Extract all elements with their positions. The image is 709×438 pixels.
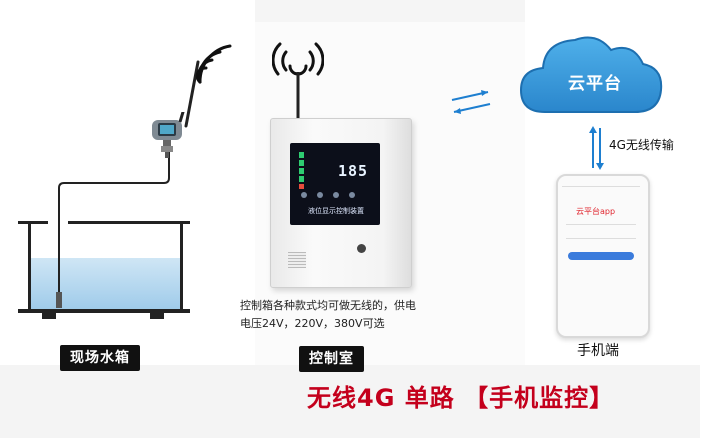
control-room-label: 控制室 <box>299 346 364 372</box>
cloud-label: 云平台 <box>568 69 622 94</box>
level-probe <box>56 292 62 308</box>
control-buttons <box>296 188 376 202</box>
phone-input-line-2 <box>566 238 636 239</box>
description-line-2: 电压24V，220V，380V可选 <box>240 315 385 331</box>
phone-input-line-1 <box>566 224 636 225</box>
vertical-link-arrows <box>588 124 606 172</box>
wireless-signal-icon <box>192 44 238 90</box>
phone-app-name: 云平台app <box>576 206 615 217</box>
level-display-value: 185 <box>338 162 368 180</box>
key-lock <box>357 244 366 253</box>
transmission-label: 4G无线传输 <box>609 136 674 153</box>
phone-label: 手机端 <box>577 340 619 360</box>
phone-login-button[interactable] <box>568 252 634 260</box>
speaker-grille <box>288 252 306 268</box>
phone-status-bar <box>562 182 640 187</box>
level-bar <box>296 150 310 190</box>
tank-label: 现场水箱 <box>60 345 140 371</box>
control-box-panel-title: 液位显示控制装置 <box>296 206 376 216</box>
bidirectional-arrow-icon <box>446 88 496 118</box>
description-line-1: 控制箱各种款式均可做无线的，供电 <box>240 297 416 313</box>
box-antenna-with-signal <box>272 40 324 120</box>
headline: 无线4G 单路 【手机监控】 <box>307 378 614 413</box>
